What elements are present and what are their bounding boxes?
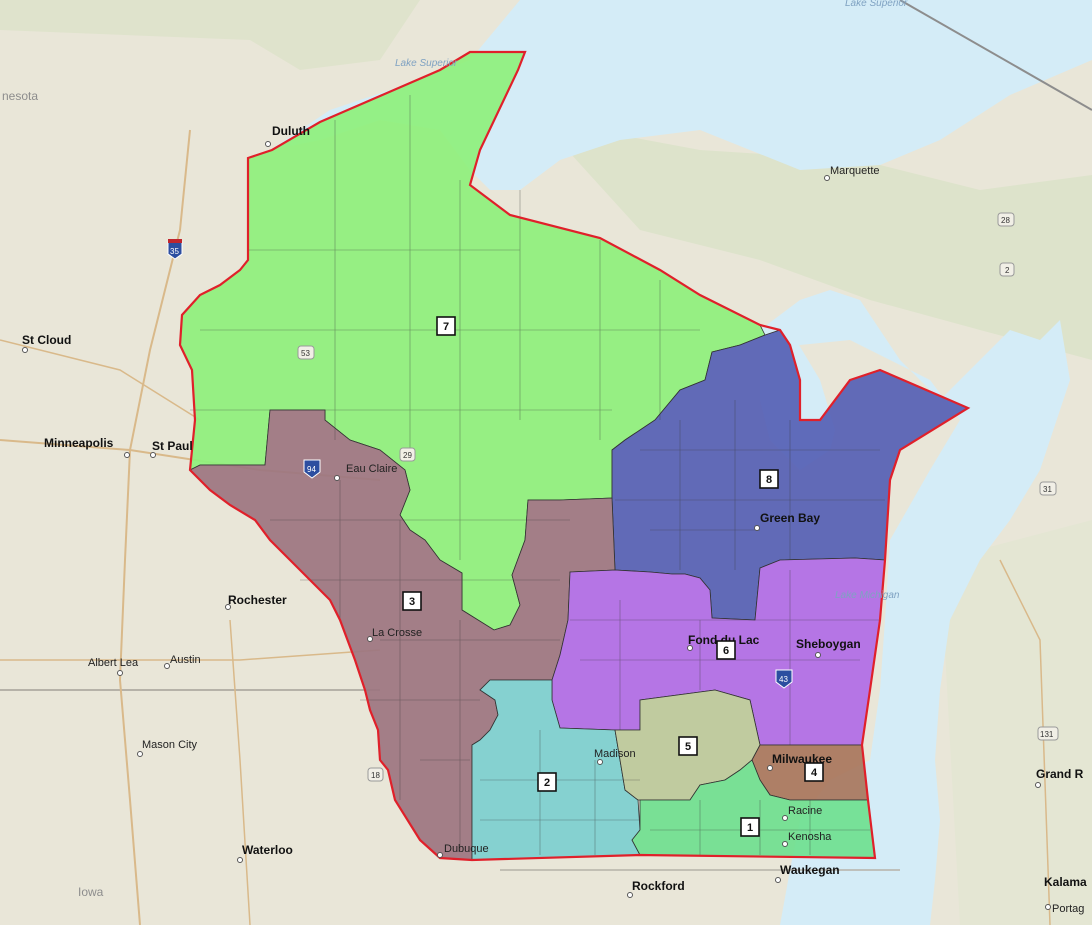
district-label-2[interactable]: 2	[537, 772, 557, 792]
district-label-6[interactable]: 6	[716, 640, 736, 660]
lake-michigan-label: Lake Michigan	[835, 590, 900, 601]
svg-text:5: 5	[685, 741, 691, 753]
minnesota-label: nesota	[2, 89, 38, 103]
svg-text:31: 31	[1043, 485, 1052, 494]
district-label-7[interactable]: 7	[436, 316, 456, 336]
terrain-patch	[940, 520, 1092, 925]
city-austin: Austin	[170, 654, 201, 666]
terrain-patch	[0, 0, 420, 70]
svg-text:131: 131	[1040, 730, 1054, 739]
city-dots	[22, 141, 1051, 910]
svg-text:18: 18	[371, 771, 380, 780]
shield-i94: 94	[303, 459, 321, 479]
svg-text:43: 43	[779, 675, 788, 684]
district-label-5[interactable]: 5	[678, 736, 698, 756]
svg-text:94: 94	[307, 465, 316, 474]
lake-superior-label: Lake Superior	[395, 58, 458, 69]
svg-text:2: 2	[1005, 266, 1010, 275]
shield-i29: 29	[399, 447, 416, 462]
terrain-patch	[540, 120, 1092, 360]
svg-text:35: 35	[170, 247, 179, 256]
city-racine: Racine	[788, 805, 822, 817]
shield-i35: 35	[167, 239, 183, 260]
city-kenosha: Kenosha	[788, 831, 832, 843]
city-duluth: Duluth	[272, 124, 310, 138]
district-1[interactable]	[631, 759, 876, 859]
district-label-1[interactable]: 1	[740, 817, 760, 837]
district-label-3[interactable]: 3	[402, 591, 422, 611]
city-rockford: Rockford	[632, 879, 685, 893]
city-kalamazoo: Kalama	[1044, 875, 1087, 889]
svg-text:8: 8	[766, 474, 772, 486]
city-portage: Portag	[1052, 903, 1084, 915]
county-lines	[190, 95, 885, 855]
shield-us18: 18	[367, 767, 384, 782]
shield-us28: 28	[997, 212, 1015, 227]
city-grand-rapids: Grand R	[1036, 767, 1084, 781]
svg-text:3: 3	[409, 596, 415, 608]
shield-us131: 131	[1037, 726, 1059, 741]
svg-text:4: 4	[811, 767, 818, 779]
iowa-label: Iowa	[78, 885, 104, 899]
highway	[0, 649, 381, 661]
shield-i43: 43	[775, 669, 793, 689]
highway	[229, 619, 251, 925]
city-marquette: Marquette	[830, 165, 880, 177]
city-dubuque: Dubuque	[444, 843, 489, 855]
state-boundary	[178, 50, 971, 862]
city-sheboygan: Sheboygan	[796, 637, 861, 651]
city-fond-du-lac: Fond du Lac	[688, 633, 760, 647]
city-mason-city: Mason City	[142, 739, 198, 751]
city-waukegan: Waukegan	[780, 863, 840, 877]
shield-us53: 53	[297, 345, 315, 360]
highway	[999, 559, 1051, 925]
svg-text:6: 6	[723, 645, 729, 657]
district-label-8[interactable]: 8	[759, 469, 779, 489]
svg-text:53: 53	[301, 349, 310, 358]
city-minneapolis: Minneapolis	[44, 436, 114, 450]
city-waterloo: Waterloo	[242, 843, 293, 857]
city-eau-claire: Eau Claire	[346, 463, 397, 475]
highway	[0, 339, 201, 421]
city-albert-lea: Albert Lea	[88, 657, 139, 669]
lake-superior-top-label: Lake Superior	[845, 0, 908, 9]
district-label-4[interactable]: 4	[804, 762, 824, 782]
city-st-cloud: St Cloud	[22, 333, 71, 347]
svg-text:1: 1	[747, 822, 753, 834]
svg-text:7: 7	[443, 321, 449, 333]
city-madison: Madison	[594, 748, 636, 760]
svg-text:28: 28	[1001, 216, 1010, 225]
city-la-crosse: La Crosse	[372, 627, 422, 639]
shield-us31: 31	[1039, 481, 1057, 496]
lake-michigan	[760, 290, 1070, 925]
city-rochester: Rochester	[228, 593, 287, 607]
city-green-bay: Green Bay	[760, 511, 820, 525]
city-st-paul: St Paul	[152, 439, 193, 453]
border-line	[899, 0, 1092, 111]
svg-text:2: 2	[544, 777, 550, 789]
svg-text:29: 29	[403, 451, 412, 460]
shield-us2: 2	[999, 262, 1015, 277]
